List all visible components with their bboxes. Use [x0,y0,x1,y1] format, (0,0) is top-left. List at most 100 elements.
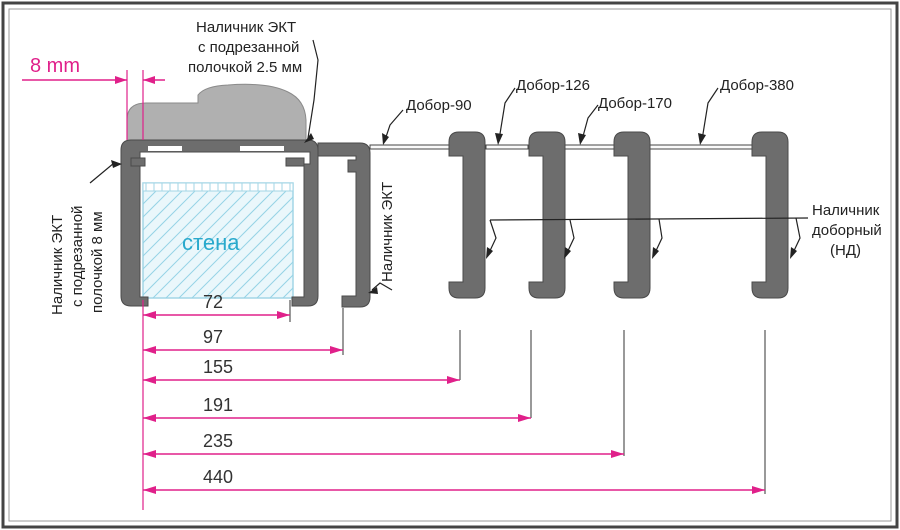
dim-label-97: 97 [203,327,223,347]
hatch-line [143,183,191,231]
hatch-line [204,209,293,298]
dim-label-440: 440 [203,467,233,487]
strip-dobor-90 [369,144,459,150]
dim-8mm-label: 8 mm [30,55,80,77]
leader-nd-4 [791,217,801,256]
leader-dobor-90 [384,109,404,141]
leader-dobor-90-arrow [382,133,389,145]
hatch-line [243,248,293,298]
dim-arrow-start-440 [143,486,156,494]
wall-box [142,182,294,299]
label-top-casing-2: с подрезанной [198,39,299,56]
leader-lines [89,39,809,294]
dim-arrow-start-97 [143,346,156,354]
casing-ekt-right [317,142,371,308]
label-dobor-380: Добор-380 [720,77,794,94]
label-nd-3: (НД) [830,242,861,259]
hatch-line [143,183,230,270]
leader-dobor-126 [498,87,516,141]
dim-label-155: 155 [203,357,233,377]
dim-arrow-end-191 [518,414,531,422]
label-side-casing-3: полочкой 8 мм [89,211,106,313]
label-ekt-right-text: Наличник ЭКТ [379,182,396,282]
label-side-casing-2: с подрезанной [69,206,86,307]
leader-dobor-126-arrow [495,133,503,145]
label-nd: Наличник доборный (НД) [812,202,886,259]
dim-arrow-start-235 [143,450,156,458]
label-side-casing-1: Наличник ЭКТ [49,215,66,315]
label-dobor-126: Добор-126 [516,77,590,94]
leader-nd-arrow-2 [564,247,571,259]
inner-tab-right [285,157,305,167]
extension-lines [142,300,766,510]
hatch-line [165,183,282,298]
dim-8mm-arrow-right [143,76,155,84]
dim-arrow-start-191 [143,414,156,422]
leader-nd-arrow-3 [652,247,659,259]
label-dobor-170: Добор-170 [598,95,672,112]
leader-top-casing [307,39,319,139]
leader-dobor-380 [701,87,719,141]
leader-nd-arrow-1 [486,247,493,259]
dobor-170-profile [613,131,651,299]
dobor-380-profile [751,131,789,299]
label-side-casing: Наличник ЭКТ с подрезанной полочкой 8 мм [49,201,106,315]
wall-hatching [143,183,293,298]
label-ekt-right: Наличник ЭКТ [379,182,396,282]
leader-nd-1 [487,219,497,256]
wall-section [142,182,294,299]
door-block [126,83,307,149]
dim-arrow-end-97 [330,346,343,354]
leader-dobor-380-arrow [698,133,706,145]
label-top-casing: Наличник ЭКТ с подрезанной полочкой 2.5 … [188,19,304,76]
dim-arrow-end-155 [447,376,460,384]
dim-arrow-start-155 [143,376,156,384]
leader-nd-arrow-4 [790,247,797,259]
dim-8mm: 8 mm [22,55,165,140]
hatch-line [256,261,293,298]
label-nd-2: доборный [812,222,882,239]
label-top-casing-1: Наличник ЭКТ [196,19,296,36]
hatch-line [178,183,293,298]
leader-top-casing-arrow [304,133,314,143]
label-wall: стена [182,230,240,255]
dim-label-191: 191 [203,395,233,415]
hatch-line [143,183,178,218]
hatch-line [143,183,204,244]
strip-dobor-126 [485,144,529,150]
hatch-line [217,222,293,298]
gap-right [240,146,284,151]
dim-arrow-end-440 [752,486,765,494]
dim-8mm-arrow-left [115,76,127,84]
leader-nd-2 [565,219,575,256]
hatch-line [269,274,293,298]
dobor-90-profile [448,131,486,299]
leader-nd-3 [653,218,663,256]
hatch-line [191,196,293,298]
leader-nd-main [489,217,809,221]
dim-label-72: 72 [203,292,223,312]
dim-arrow-end-72 [277,311,290,319]
hatch-line [143,183,165,205]
dobor-126-profile [528,131,566,299]
gap-left [148,146,182,151]
leader-dobor-170 [581,104,599,141]
dim-arrow-start-72 [143,311,156,319]
hatch-line [143,183,217,257]
label-top-casing-3: полочкой 2.5 мм [188,59,302,76]
leader-dobor-170-arrow [578,133,586,145]
label-dobor-90: Добор-90 [406,97,472,114]
hatch-line [143,183,243,283]
inner-frame [8,8,892,522]
leader-ekt-right-arrow [368,287,378,294]
dim-arrow-end-235 [611,450,624,458]
strip-dobor-170 [557,144,615,150]
leader-side-casing-arrow [111,160,122,168]
hatch-line [143,183,256,296]
hatch-line [230,235,293,298]
label-nd-1: Наличник [812,202,880,219]
inner-tab-left [130,157,146,167]
